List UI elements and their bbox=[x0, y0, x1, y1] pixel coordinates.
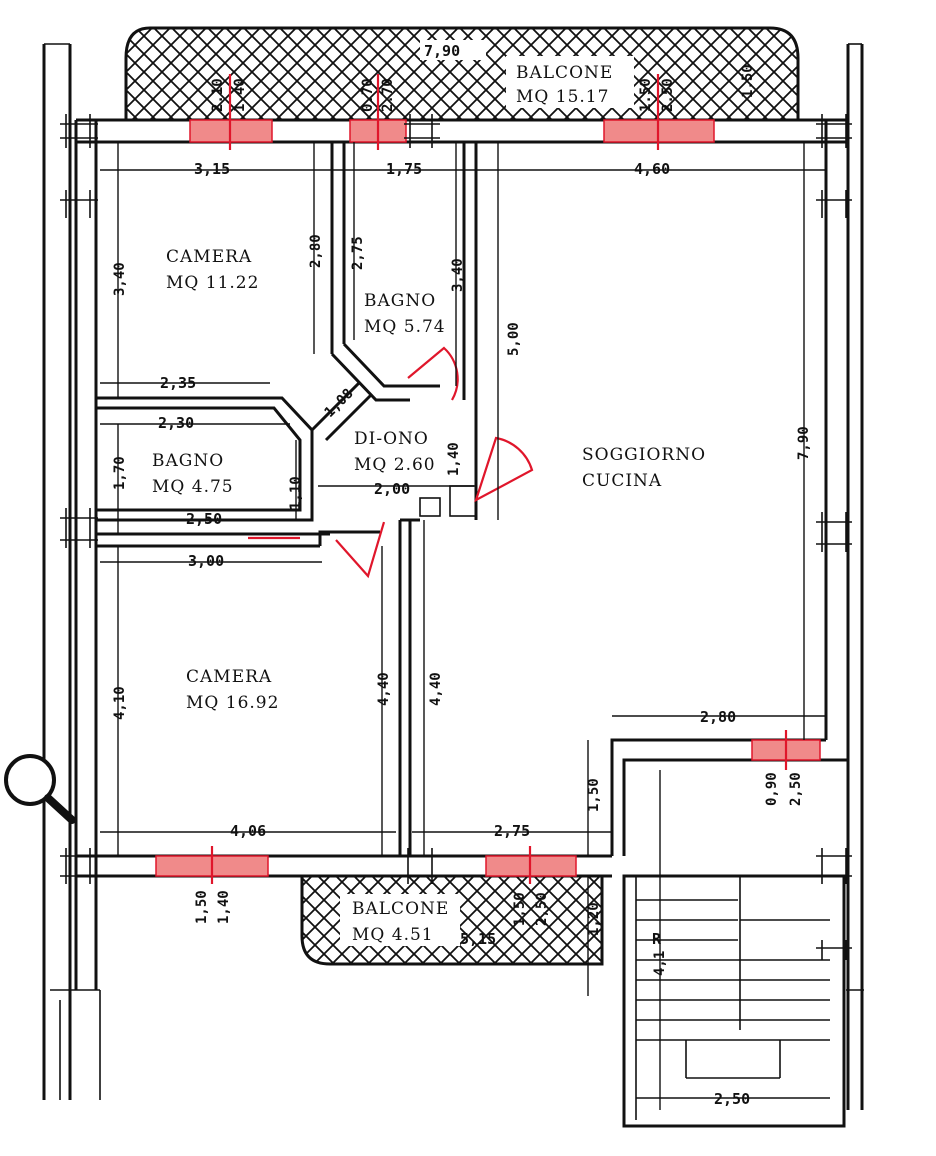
room-name-soggiorno: SOGGIORNO bbox=[582, 445, 706, 465]
dim-top-w1b: 1.40 bbox=[232, 78, 248, 112]
dim-235: 2,35 bbox=[160, 374, 196, 392]
right-outer-walls bbox=[824, 43, 864, 1110]
dim-275: 2,75 bbox=[494, 822, 530, 840]
dim-200: 2,00 bbox=[374, 480, 410, 498]
dim-top-balcony: 7,90 bbox=[424, 42, 460, 60]
room-name-bagno-left: BAGNO bbox=[152, 451, 224, 471]
dim-275v: 2,75 bbox=[350, 236, 366, 270]
dim-340b: 3,40 bbox=[450, 258, 466, 292]
dim-stair-2: 4,1 bbox=[652, 951, 668, 976]
dimension-lines bbox=[100, 142, 830, 1099]
interior-walls bbox=[96, 142, 848, 856]
balcony-top bbox=[124, 26, 800, 122]
dim-250w: 2,50 bbox=[788, 772, 804, 806]
dim-515: 5,15 bbox=[460, 930, 496, 948]
room-area-disimpegno: MQ 2.60 bbox=[354, 455, 436, 475]
dim-790: 7,90 bbox=[796, 426, 812, 460]
dim-315: 3,15 bbox=[194, 160, 230, 178]
dim-340a: 3,40 bbox=[112, 262, 128, 296]
room-labels: BALCONE MQ 15.17 CAMERA MQ 11.22 BAGNO M… bbox=[152, 63, 706, 945]
dim-150v: 1,50 bbox=[586, 778, 602, 812]
room-name-cucina: CUCINA bbox=[582, 471, 662, 491]
dim-110: 1,10 bbox=[288, 476, 304, 510]
dimension-labels: 7,90 2.10 1.40 0.70 2.70 1.50 2.50 1.50 … bbox=[112, 42, 812, 1108]
dim-120: 1,20 bbox=[586, 902, 602, 936]
dim-440b: 4,40 bbox=[428, 672, 444, 706]
dim-top-w3: 1.50 bbox=[638, 78, 654, 112]
dim-170: 1,70 bbox=[112, 456, 128, 490]
dim-140b: 1,40 bbox=[216, 890, 232, 924]
room-name-bagno-top: BAGNO bbox=[364, 291, 436, 311]
dim-250a: 2,50 bbox=[186, 510, 222, 528]
dim-300: 3,00 bbox=[188, 552, 224, 570]
dim-140: 1,40 bbox=[446, 442, 462, 476]
column-markers bbox=[60, 114, 852, 960]
dim-090: 0,90 bbox=[764, 772, 780, 806]
dim-406: 4,06 bbox=[230, 822, 266, 840]
dim-top-w2: 0.70 bbox=[360, 78, 376, 112]
dim-stair-r: R bbox=[652, 930, 662, 948]
balcony-bottom bbox=[300, 874, 604, 966]
room-name-camera-top: CAMERA bbox=[166, 247, 252, 267]
staircase bbox=[622, 770, 846, 1128]
room-area-camera-bottom: MQ 16.92 bbox=[186, 693, 279, 713]
dim-250c: 2,50 bbox=[534, 892, 550, 926]
dim-top-w3b: 2.50 bbox=[660, 78, 676, 112]
room-name-camera-bottom: CAMERA bbox=[186, 667, 272, 687]
dim-top-w2b: 2.70 bbox=[380, 78, 396, 112]
dim-460: 4,60 bbox=[634, 160, 670, 178]
dim-150b: 1,50 bbox=[194, 890, 210, 924]
room-name-balcone-top: BALCONE bbox=[516, 63, 613, 83]
top-wall bbox=[76, 74, 848, 150]
dim-175: 1,75 bbox=[386, 160, 422, 178]
dim-280b: 2,80 bbox=[700, 708, 736, 726]
room-area-balcone-top: MQ 15.17 bbox=[516, 87, 609, 107]
room-area-bagno-top: MQ 5.74 bbox=[364, 317, 446, 337]
bottom-wall bbox=[76, 846, 612, 884]
dim-440a: 4,40 bbox=[376, 672, 392, 706]
room-area-bagno-left: MQ 4.75 bbox=[152, 477, 234, 497]
dim-top-right: 1.50 bbox=[740, 64, 756, 98]
dim-500: 5,00 bbox=[506, 322, 522, 356]
dim-250s: 2,50 bbox=[714, 1090, 750, 1108]
left-outer-walls bbox=[42, 43, 101, 1100]
dim-410: 4,10 bbox=[112, 686, 128, 720]
room-area-balcone-bottom: MQ 4.51 bbox=[352, 925, 434, 945]
dim-280: 2,80 bbox=[308, 234, 324, 268]
room-area-camera-top: MQ 11.22 bbox=[166, 273, 259, 293]
room-name-disimpegno: DI-ONO bbox=[354, 429, 429, 449]
dim-top-w1: 2.10 bbox=[210, 78, 226, 112]
room-name-balcone-bottom: BALCONE bbox=[352, 899, 449, 919]
dim-230: 2,30 bbox=[158, 414, 194, 432]
dim-150c: 1,50 bbox=[512, 892, 528, 926]
magnifier-icon[interactable] bbox=[4, 754, 76, 824]
